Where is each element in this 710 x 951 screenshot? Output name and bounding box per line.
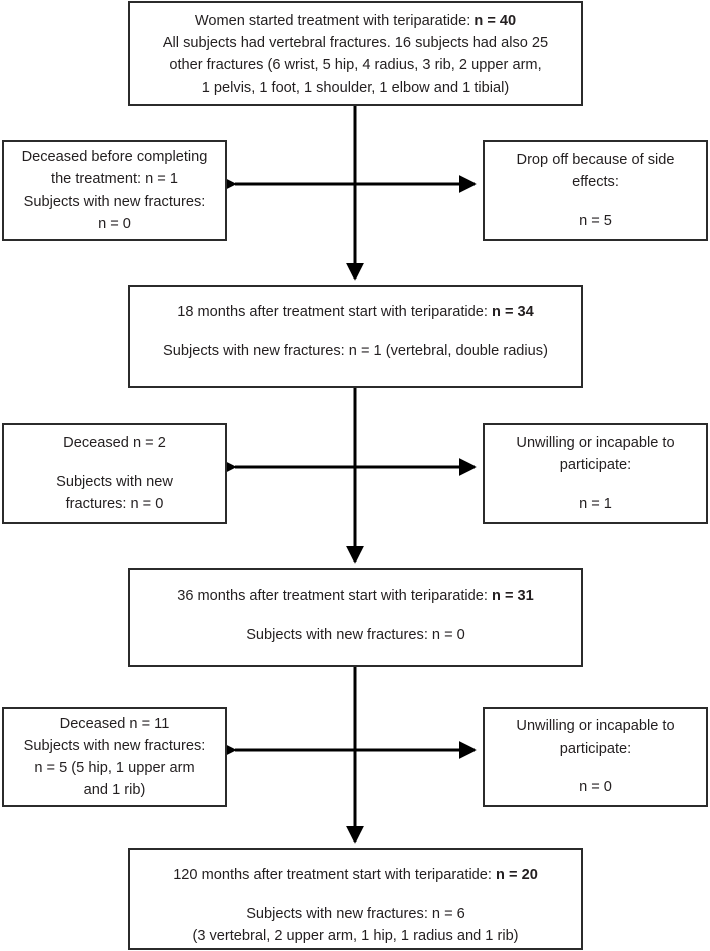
months-36-line-2: Subjects with new fractures: n = 0	[246, 626, 465, 643]
months-36-line-1: 36 months after treatment start with ter…	[140, 585, 571, 607]
dropoff-line-3: n = 5	[579, 212, 612, 229]
months-120-line-2: Subjects with new fractures: n = 6	[246, 905, 465, 922]
unwilling-2-line-3: n = 0	[579, 779, 612, 796]
node-drop-off-side-effects: Drop off because of side effects: n = 5	[483, 140, 708, 241]
months-18-line-1-text: 18 months after treatment start with ter…	[177, 304, 492, 320]
months-18-n-value: n = 34	[491, 304, 534, 320]
node-18-months-followup: 18 months after treatment start with ter…	[128, 285, 583, 388]
study-start-line-3: other fractures (6 wrist, 5 hip, 4 radiu…	[169, 57, 542, 74]
deceased-2-line-1: Deceased n = 2	[63, 434, 166, 451]
deceased-3-line-1: Deceased n = 11	[59, 715, 170, 732]
deceased-1-line-4: n = 0	[98, 215, 131, 232]
months-18-line-1: 18 months after treatment start with ter…	[140, 301, 571, 323]
node-deceased-3: Deceased n = 11 Subjects with new fractu…	[2, 707, 227, 807]
node-unwilling-or-incapable-1: Unwilling or incapable to participate: n…	[483, 423, 708, 524]
node-deceased-before-completing: Deceased before completing the treatment…	[2, 140, 227, 241]
deceased-1-line-2: the treatment: n = 1	[51, 171, 178, 188]
deceased-3-line-3: n = 5 (5 hip, 1 upper arm	[34, 760, 195, 776]
months-18-line-2: Subjects with new fractures: n = 1 (vert…	[163, 342, 548, 359]
months-36-n-value: n = 31	[491, 588, 534, 604]
node-unwilling-or-incapable-2: Unwilling or incapable to participate: n…	[483, 707, 708, 807]
study-start-line-1: Women started treatment with teriparatid…	[140, 10, 571, 32]
study-start-line-2: All subjects had vertebral fractures. 16…	[162, 35, 549, 52]
dropoff-line-2: effects:	[572, 174, 619, 191]
months-120-line-1-text: 120 months after treatment start with te…	[173, 867, 497, 883]
unwilling-2-line-1: Unwilling or incapable to	[516, 718, 675, 735]
node-36-months-followup: 36 months after treatment start with ter…	[128, 568, 583, 667]
dropoff-line-1: Drop off because of side	[516, 151, 675, 168]
deceased-3-line-2: Subjects with new fractures:	[23, 737, 206, 754]
node-study-start: Women started treatment with teriparatid…	[128, 1, 583, 106]
months-120-line-3: (3 vertebral, 2 upper arm, 1 hip, 1 radi…	[192, 928, 519, 945]
months-36-line-1-text: 36 months after treatment start with ter…	[177, 588, 492, 604]
deceased-1-line-1: Deceased before completing	[21, 149, 208, 166]
study-start-line-4: 1 pelvis, 1 foot, 1 shoulder, 1 elbow an…	[201, 79, 510, 96]
study-start-line-1-text: Women started treatment with teriparatid…	[194, 13, 475, 29]
unwilling-1-line-1: Unwilling or incapable to	[516, 434, 675, 451]
study-start-n-value: n = 40	[474, 13, 517, 29]
deceased-2-line-3: fractures: n = 0	[65, 495, 164, 512]
deceased-2-line-2: Subjects with new	[56, 473, 173, 490]
unwilling-2-line-2: participate:	[559, 740, 632, 757]
deceased-1-line-3: Subjects with new fractures:	[23, 193, 206, 210]
deceased-3-line-4: and 1 rib)	[83, 782, 146, 799]
unwilling-1-line-2: participate:	[559, 457, 632, 474]
months-120-line-1: 120 months after treatment start with te…	[140, 864, 571, 886]
node-120-months-followup: 120 months after treatment start with te…	[128, 848, 583, 950]
unwilling-1-line-3: n = 1	[579, 495, 612, 512]
node-deceased-2: Deceased n = 2 Subjects with new fractur…	[2, 423, 227, 524]
months-120-n-value: n = 20	[496, 867, 538, 883]
